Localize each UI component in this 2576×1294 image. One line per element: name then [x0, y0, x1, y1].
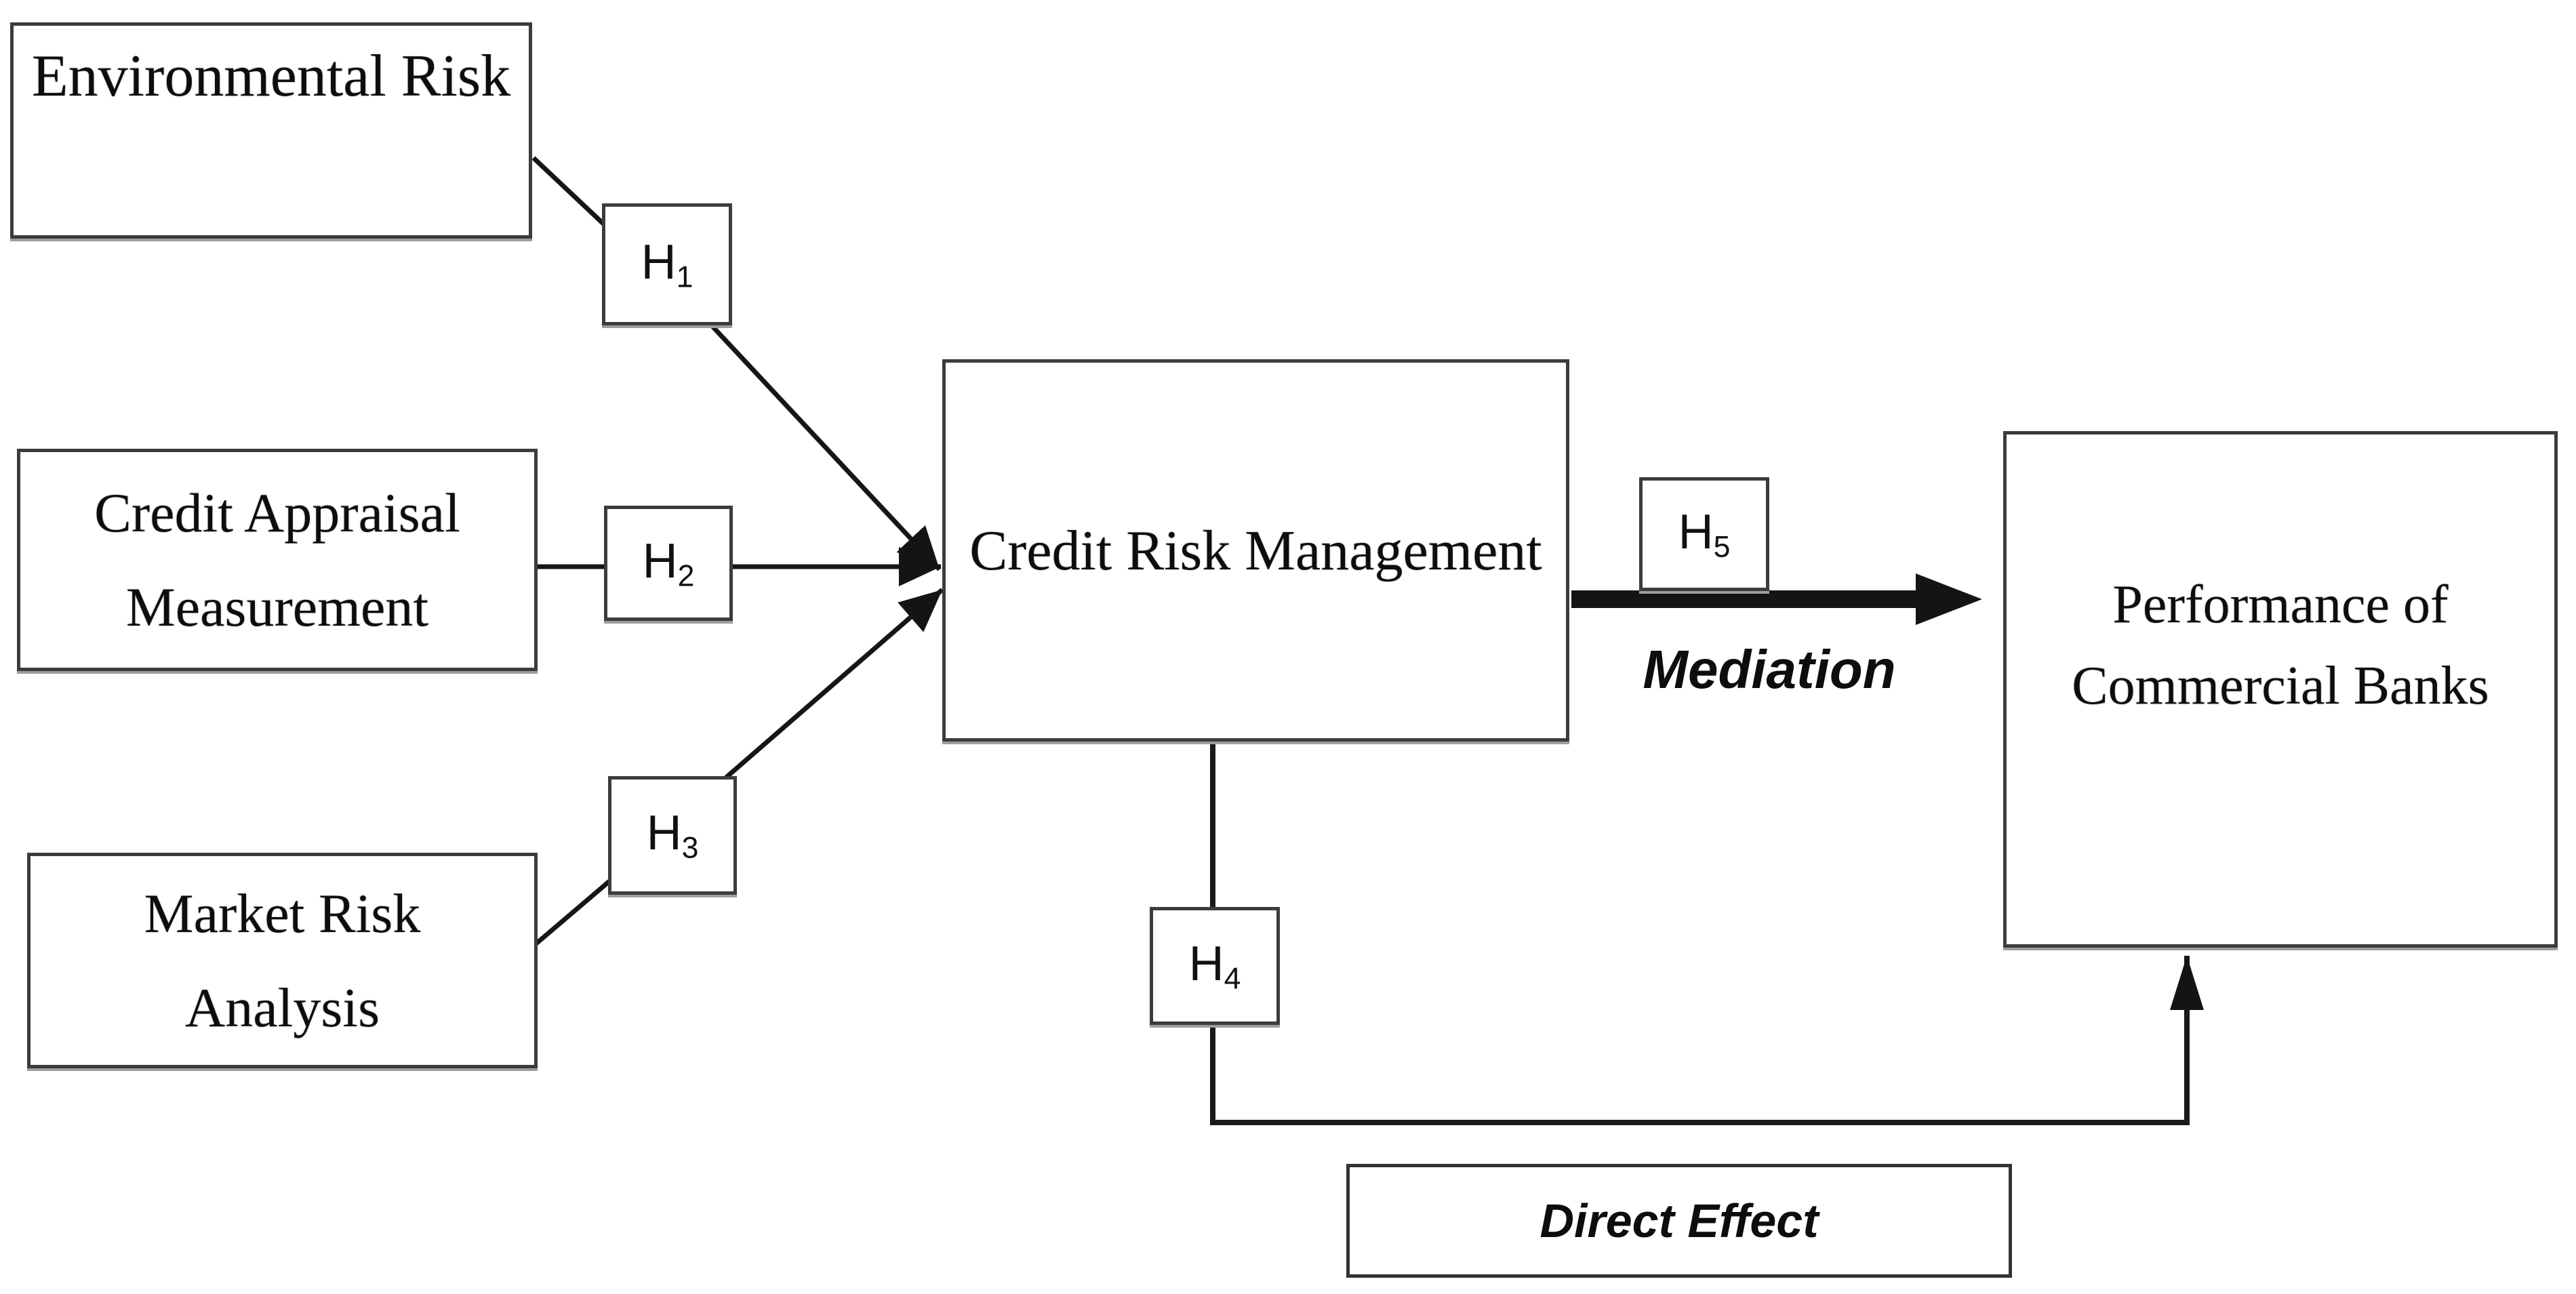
credit-appraisal-label-line1: Credit Appraisal [94, 481, 460, 544]
hypothesis-h3-label: H3 [646, 806, 699, 865]
line-h3-to-crm [724, 588, 944, 780]
line-market-risk-to-h3 [534, 879, 611, 946]
box-performance-of-commercial-banks: Performance of Commercial Banks [2003, 431, 2558, 948]
hypothesis-h4-box: H4 [1150, 907, 1280, 1025]
hypothesis-h4-label: H4 [1188, 936, 1241, 996]
hypothesis-h1-label: H1 [641, 235, 693, 294]
line-h1-to-crm [706, 319, 942, 571]
box-market-risk-analysis: Market Risk Analysis [27, 853, 538, 1068]
hypothesis-h5-label: H5 [1678, 504, 1731, 564]
hypothesis-h2-label: H2 [642, 533, 695, 593]
hypothesis-h2-box: H2 [604, 506, 733, 621]
credit-appraisal-label-line2: Measurement [125, 576, 429, 638]
box-environmental-risk: Environmental Risk [10, 22, 532, 239]
box-credit-appraisal-measurement: Credit Appraisal Measurement [17, 449, 538, 671]
performance-label-line1: Performance of [2112, 575, 2449, 634]
direct-effect-label: Direct Effect [1539, 1194, 1819, 1247]
box-credit-risk-management: Credit Risk Management [942, 359, 1569, 742]
credit-risk-management-label: Credit Risk Management [969, 519, 1542, 582]
mediation-arrowhead [1916, 573, 1982, 625]
environmental-risk-label: Environmental Risk [31, 43, 511, 109]
hypothesis-h1-box: H1 [602, 203, 732, 325]
market-risk-label-line2: Analysis [185, 977, 380, 1038]
mediation-label: Mediation [1643, 639, 1896, 700]
box-direct-effect: Direct Effect [1346, 1164, 2012, 1278]
performance-label-line2: Commercial Banks [2072, 656, 2489, 716]
hypothesis-h3-box: H3 [608, 776, 737, 895]
market-risk-label-line1: Market Risk [144, 882, 421, 944]
hypothesis-h5-box: H5 [1639, 477, 1769, 591]
line-environmental-to-h1 [531, 156, 607, 227]
